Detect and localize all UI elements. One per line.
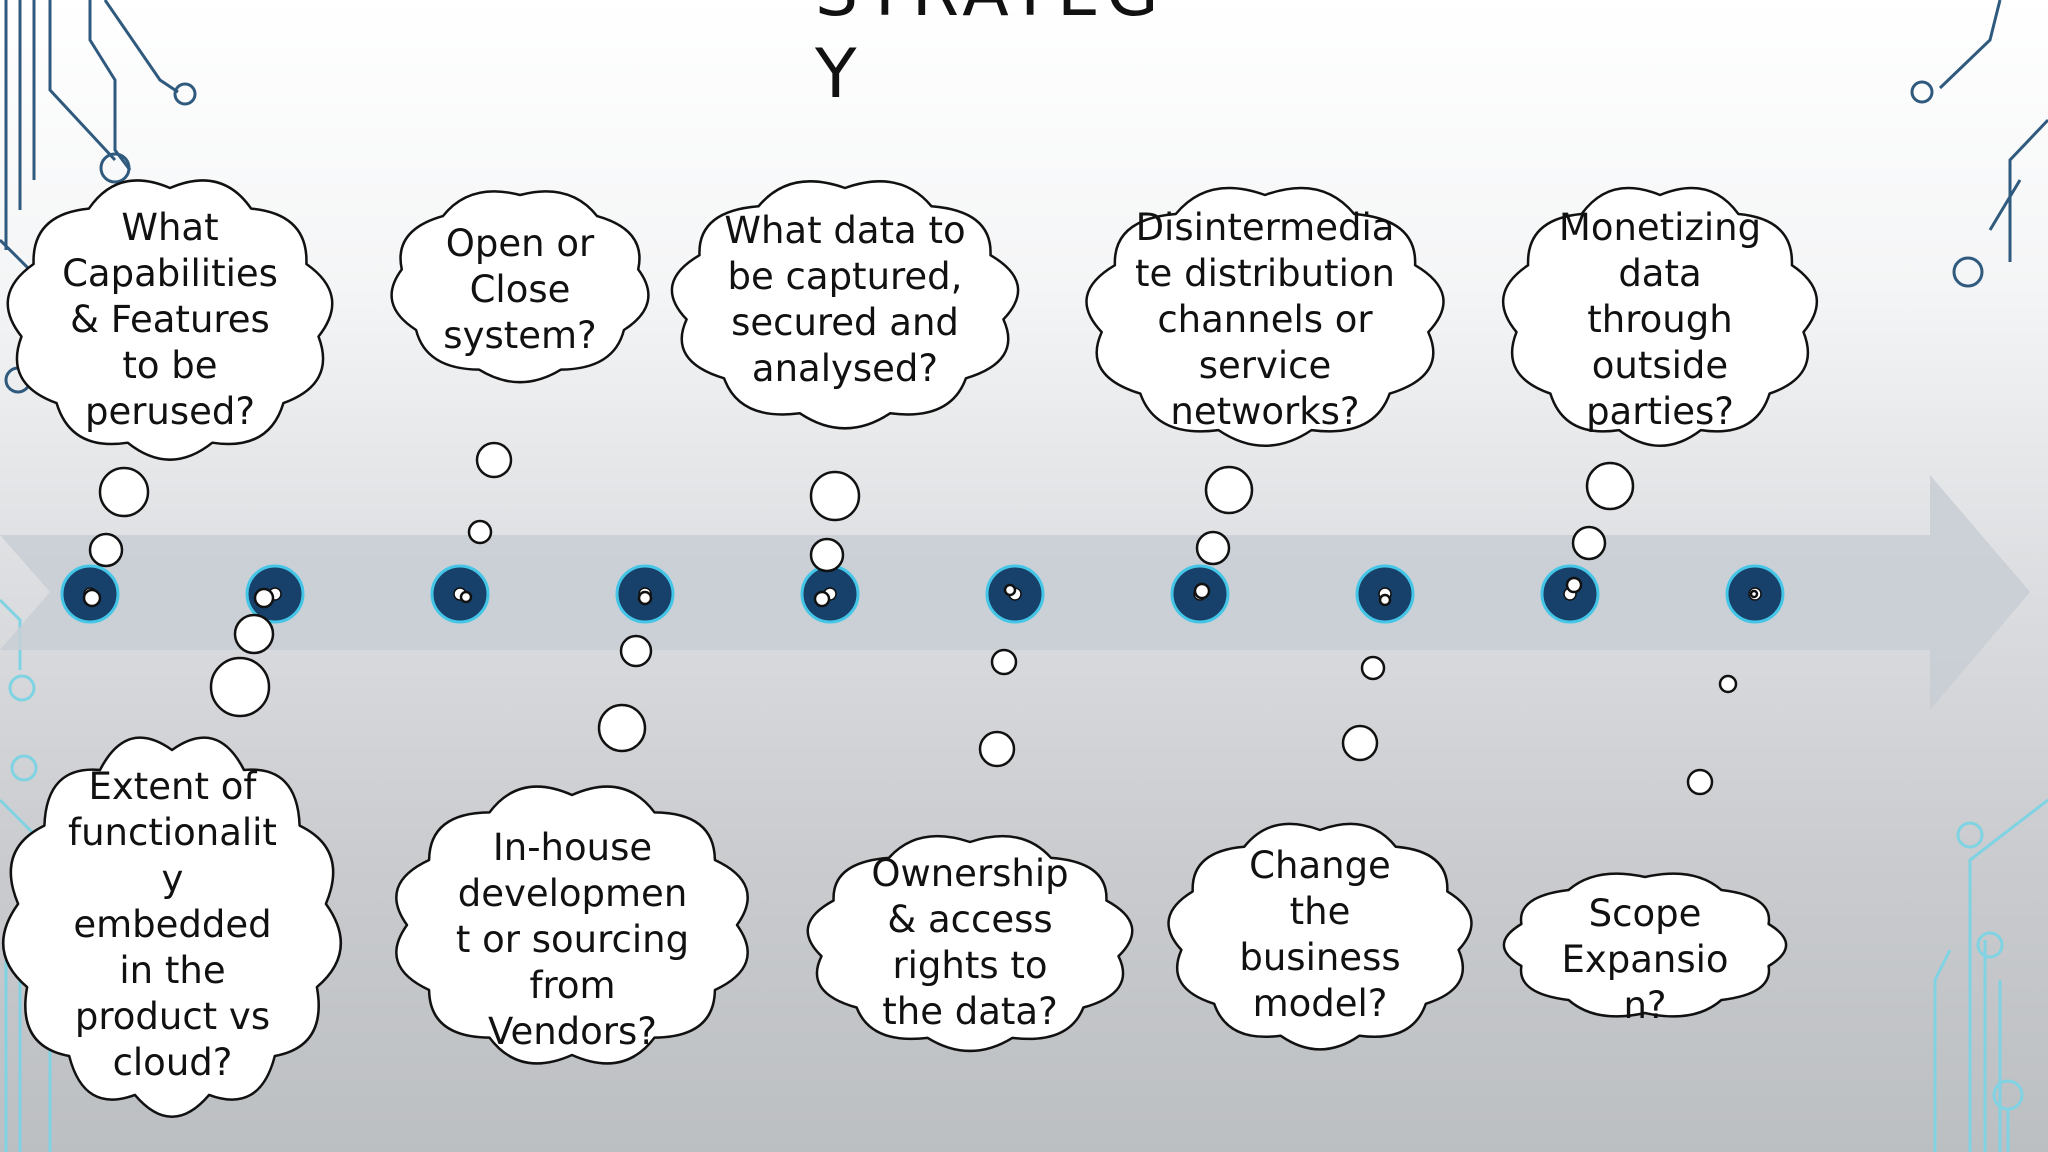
thought-bubble-11: [1195, 530, 1231, 566]
thought-bubble-2: [88, 532, 124, 568]
thought-bubble-1: [98, 466, 150, 518]
thought-bubble-29: [1718, 674, 1738, 694]
cloud-change: [1167, 822, 1473, 1051]
thought-bubble-4: [475, 441, 513, 479]
thought-bubble-19: [637, 590, 653, 606]
cloud-text-scope: Scope Expansio n?: [1561, 892, 1729, 1027]
cloud-text-inhouse: In-house developmen t or sourcing from V…: [455, 826, 690, 1053]
thought-bubble-18: [209, 656, 271, 718]
thought-bubble-17: [233, 613, 275, 655]
thought-bubble-23: [990, 648, 1018, 676]
cloud-open-close: [390, 190, 650, 384]
thought-bubble-27: [1341, 724, 1379, 762]
thought-bubble-28: [1749, 589, 1759, 599]
cloud-ownership: [806, 834, 1134, 1053]
thought-bubble-20: [619, 634, 653, 668]
thought-bubble-26: [1360, 655, 1386, 681]
thought-bubble-21: [597, 703, 647, 753]
cloud-text-monetizing: Monetizing data through outside parties?: [1558, 206, 1762, 433]
cloud-extent: [1, 736, 343, 1118]
cloud-text-open-close: Open or Close system?: [443, 222, 597, 357]
cloud-text-data-captured: What data to be captured, secured and an…: [724, 209, 966, 390]
thought-bubbles: [82, 441, 1759, 796]
slide-title: STRATEG Y: [815, 0, 1159, 114]
cloud-text-ownership: Ownership & access rights to the data?: [871, 852, 1069, 1033]
cloud-inhouse: [395, 785, 749, 1065]
thought-bubble-12: [1193, 582, 1211, 600]
thought-bubble-22: [1003, 583, 1017, 597]
thought-bubble-25: [1378, 593, 1392, 607]
cloud-data-captured: [670, 180, 1020, 430]
cloud-text-change: Change the business model?: [1239, 844, 1401, 1025]
thought-bubble-24: [978, 730, 1016, 768]
cloud-disintermediate: [1085, 186, 1445, 447]
thought-bubble-3: [82, 588, 102, 608]
thought-bubble-7: [809, 470, 861, 522]
thought-bubble-6: [459, 590, 473, 604]
thought-bubble-10: [1204, 465, 1254, 515]
cloud-text-disintermediate: Disintermedia te distribution channels o…: [1135, 206, 1395, 433]
cloud-scope: [1502, 872, 1788, 1018]
thought-bubble-14: [1571, 525, 1607, 561]
cloud-text-extent: Extent of functionalit y embedded in the…: [68, 765, 277, 1084]
thought-bubble-8: [809, 537, 845, 573]
cloud-text-capabilities: What Capabilities & Features to be perus…: [62, 206, 278, 433]
thought-bubble-13: [1585, 461, 1635, 511]
thought-bubble-30: [1686, 768, 1714, 796]
cloud-monetizing: [1501, 186, 1819, 447]
thought-bubble-16: [253, 587, 275, 609]
thought-bubble-15: [1565, 576, 1583, 594]
thought-bubble-9: [813, 590, 831, 608]
thought-bubble-5: [467, 519, 493, 545]
thought-clouds: [1, 179, 1819, 1118]
cloud-capabilities: [6, 179, 334, 461]
